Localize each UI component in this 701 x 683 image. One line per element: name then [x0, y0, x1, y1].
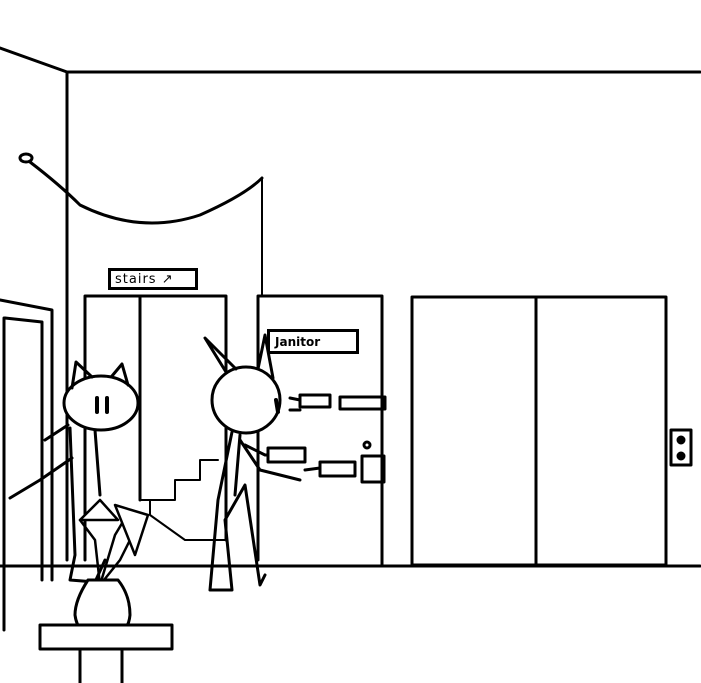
- hanging-wire: [18, 152, 264, 297]
- elevator-button-panel[interactable]: [669, 428, 693, 467]
- left-doorway: [0, 298, 54, 632]
- janitor-sign: Janitor: [267, 329, 359, 354]
- elevator: [410, 295, 668, 567]
- chain-lock: [288, 393, 387, 484]
- stairs-sign-text: stairs ↗: [115, 272, 174, 287]
- plant: [78, 498, 150, 587]
- side-table: [38, 623, 174, 683]
- rabbit-character: [203, 333, 307, 592]
- stairs-sign: stairs ↗: [108, 268, 198, 290]
- room-walls: [0, 46, 701, 568]
- cat-character: [8, 360, 140, 584]
- janitor-sign-text: Janitor: [275, 335, 321, 349]
